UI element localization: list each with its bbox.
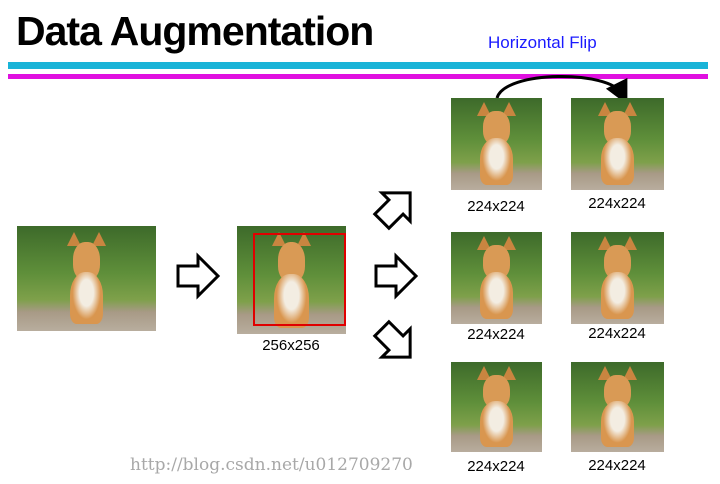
magenta-divider [8, 74, 708, 79]
right-arrow-icon [176, 252, 221, 300]
flip-arc-arrow [495, 75, 628, 105]
crop-box [253, 233, 346, 326]
crop-size-label: 256x256 [262, 337, 320, 354]
crop-size-label: 224x224 [467, 198, 525, 215]
crop-size-label: 224x224 [588, 325, 646, 342]
original-kitten-image [17, 226, 156, 331]
flipped-crop-image [571, 98, 664, 190]
crop-size-label: 224x224 [467, 326, 525, 343]
slide-title: Data Augmentation [16, 8, 374, 54]
cyan-divider [8, 62, 708, 69]
crop-image [451, 98, 542, 190]
flipped-crop-image [571, 362, 664, 452]
up-right-arrow-icon [372, 191, 412, 231]
crop-size-label: 224x224 [588, 195, 646, 212]
crop-image [451, 362, 542, 452]
down-right-arrow-icon [372, 319, 412, 359]
watermark: http://blog.csdn.net/u012709270 [130, 455, 413, 475]
crop-size-label: 224x224 [588, 457, 646, 474]
right-arrow-icon [374, 252, 419, 300]
crop-image [451, 232, 542, 324]
crop-size-label: 224x224 [467, 458, 525, 475]
horizontal-flip-label: Horizontal Flip [488, 33, 597, 52]
resized-kitten-image [237, 226, 346, 334]
flipped-crop-image [571, 232, 664, 324]
